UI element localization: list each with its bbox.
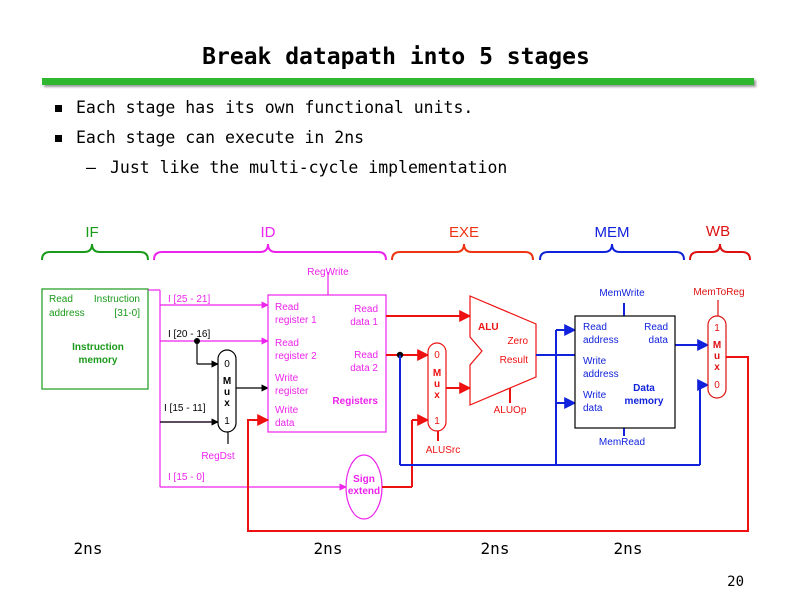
exe-wires [382, 310, 511, 488]
control-alusrc: ALUSrc [426, 445, 460, 456]
mux-alusrc-top: 0 [434, 350, 440, 361]
data-memory-box [574, 315, 676, 429]
reg-write-data-b: data [275, 418, 295, 429]
mux-memtoreg-u: u [714, 351, 720, 362]
title-underline-bar [42, 78, 754, 85]
dm-name: Data [633, 383, 655, 394]
dm-write-data: Write [583, 390, 607, 401]
mux-alusrc-x: x [434, 390, 440, 401]
dm-write-address-2: address [583, 369, 619, 380]
dm-read-address-2: address [583, 335, 619, 346]
brace-exe [391, 243, 534, 261]
stage-label-if: IF [85, 224, 98, 241]
dm-write-address: Write [583, 356, 607, 367]
duration-mem: 2ns [614, 539, 643, 558]
square-bullet-icon [55, 105, 62, 112]
dm-write-data-2: data [583, 403, 603, 414]
bullet-text: Each stage can execute in 2ns [76, 128, 365, 147]
dm-read-data-2: data [649, 335, 669, 346]
sub-bullet-item: –Just like the multi-cycle implementatio… [52, 158, 507, 188]
square-bullet-icon [55, 135, 62, 142]
junction-dot [194, 338, 200, 344]
stage-label-wb: WB [706, 223, 730, 240]
reg-write-data: Write [275, 405, 299, 416]
im-instruction-bits: [31-0] [114, 308, 140, 319]
reg-read-data-1b: data 1 [350, 317, 378, 328]
alu-name: ALU [478, 322, 499, 333]
register-file [267, 294, 387, 433]
im-read-address-label: Read [49, 294, 73, 305]
reg-read-register-2b: register 2 [275, 351, 317, 362]
mux-regdst [217, 349, 237, 433]
reg-read-data-2b: data 2 [350, 363, 378, 374]
mux-memtoreg-m: M [713, 340, 721, 351]
control-aluop: ALUOp [494, 405, 527, 416]
instruction-memory-box [41, 288, 149, 390]
alu-zero: Zero [507, 336, 528, 347]
control-regwrite: RegWrite [307, 267, 349, 278]
dm-read-address: Read [583, 322, 607, 333]
reg-write-register-b: register [275, 386, 309, 397]
stage-label-mem: MEM [595, 224, 630, 241]
mux-regdst-x: x [224, 398, 230, 409]
stage-label-exe: EXE [449, 224, 479, 241]
reg-write-register: Write [275, 373, 299, 384]
mux-regdst-bottom: 1 [224, 416, 230, 427]
mem-wires [399, 303, 710, 466]
brace-if [41, 243, 149, 261]
reg-read-data-1: Read [354, 304, 378, 315]
sub-bullet-text: Just like the multi-cycle implementation [110, 158, 508, 177]
mux-regdst-u: u [224, 387, 230, 398]
mux-alusrc-u: u [434, 379, 440, 390]
im-name: Instruction [72, 342, 124, 353]
stage-label-id: ID [261, 224, 276, 241]
regdst-wires [160, 341, 269, 444]
dm-name-2: memory [625, 396, 664, 407]
mux-regdst-top: 0 [224, 359, 230, 370]
im-instruction-label: Instruction [94, 294, 140, 305]
im-read-address-label-2: address [49, 308, 85, 319]
duration-exe: 2ns [481, 539, 510, 558]
mux-memtoreg-x: x [714, 362, 720, 373]
control-memtoreg: MemToReg [693, 287, 744, 298]
writeback-wire [247, 356, 749, 532]
control-regdst: RegDst [201, 451, 235, 462]
mux-regdst-m: M [223, 376, 231, 387]
mux-alusrc-bottom: 1 [434, 416, 440, 427]
alu-unit [469, 295, 537, 406]
sign-extend-line1: Sign [353, 474, 375, 485]
field-rd: I [15 - 11] [164, 403, 206, 414]
duration-if: 2ns [74, 539, 103, 558]
bullet-item: Each stage has its own functional units. [52, 98, 507, 128]
bullet-item: Each stage can execute in 2ns [52, 128, 507, 158]
bullet-text: Each stage has its own functional units. [76, 98, 474, 117]
page-number: 20 [727, 574, 744, 590]
sign-extend-line2: extend [348, 486, 380, 497]
control-memread: MemRead [599, 437, 645, 448]
reg-read-register-1b: register 1 [275, 315, 317, 326]
mux-memtoreg-bottom: 0 [714, 380, 720, 391]
dm-read-data: Read [644, 322, 668, 333]
reg-read-register-2: Read [275, 338, 299, 349]
brace-mem [539, 243, 685, 261]
mux-memtoreg-top: 1 [714, 323, 720, 334]
brace-id [153, 243, 387, 261]
brace-wb [689, 243, 751, 261]
reg-name: Registers [332, 396, 378, 407]
slide-title: Break datapath into 5 stages [202, 44, 590, 70]
field-rt: I [20 - 16] [168, 329, 210, 340]
dash-bullet-icon: – [86, 158, 96, 177]
duration-id: 2ns [314, 539, 343, 558]
bullet-list: Each stage has its own functional units.… [52, 98, 507, 188]
im-name-2: memory [79, 355, 118, 366]
mux-alusrc [427, 342, 447, 432]
reg-read-register-1: Read [275, 302, 299, 313]
field-imm: I [15 - 0] [168, 472, 205, 483]
mux-alusrc-m: M [433, 368, 441, 379]
control-memwrite: MemWrite [599, 288, 645, 299]
reg-read-data-2: Read [354, 350, 378, 361]
field-rs: I [25 - 21] [168, 294, 210, 305]
alu-result: Result [500, 355, 529, 366]
